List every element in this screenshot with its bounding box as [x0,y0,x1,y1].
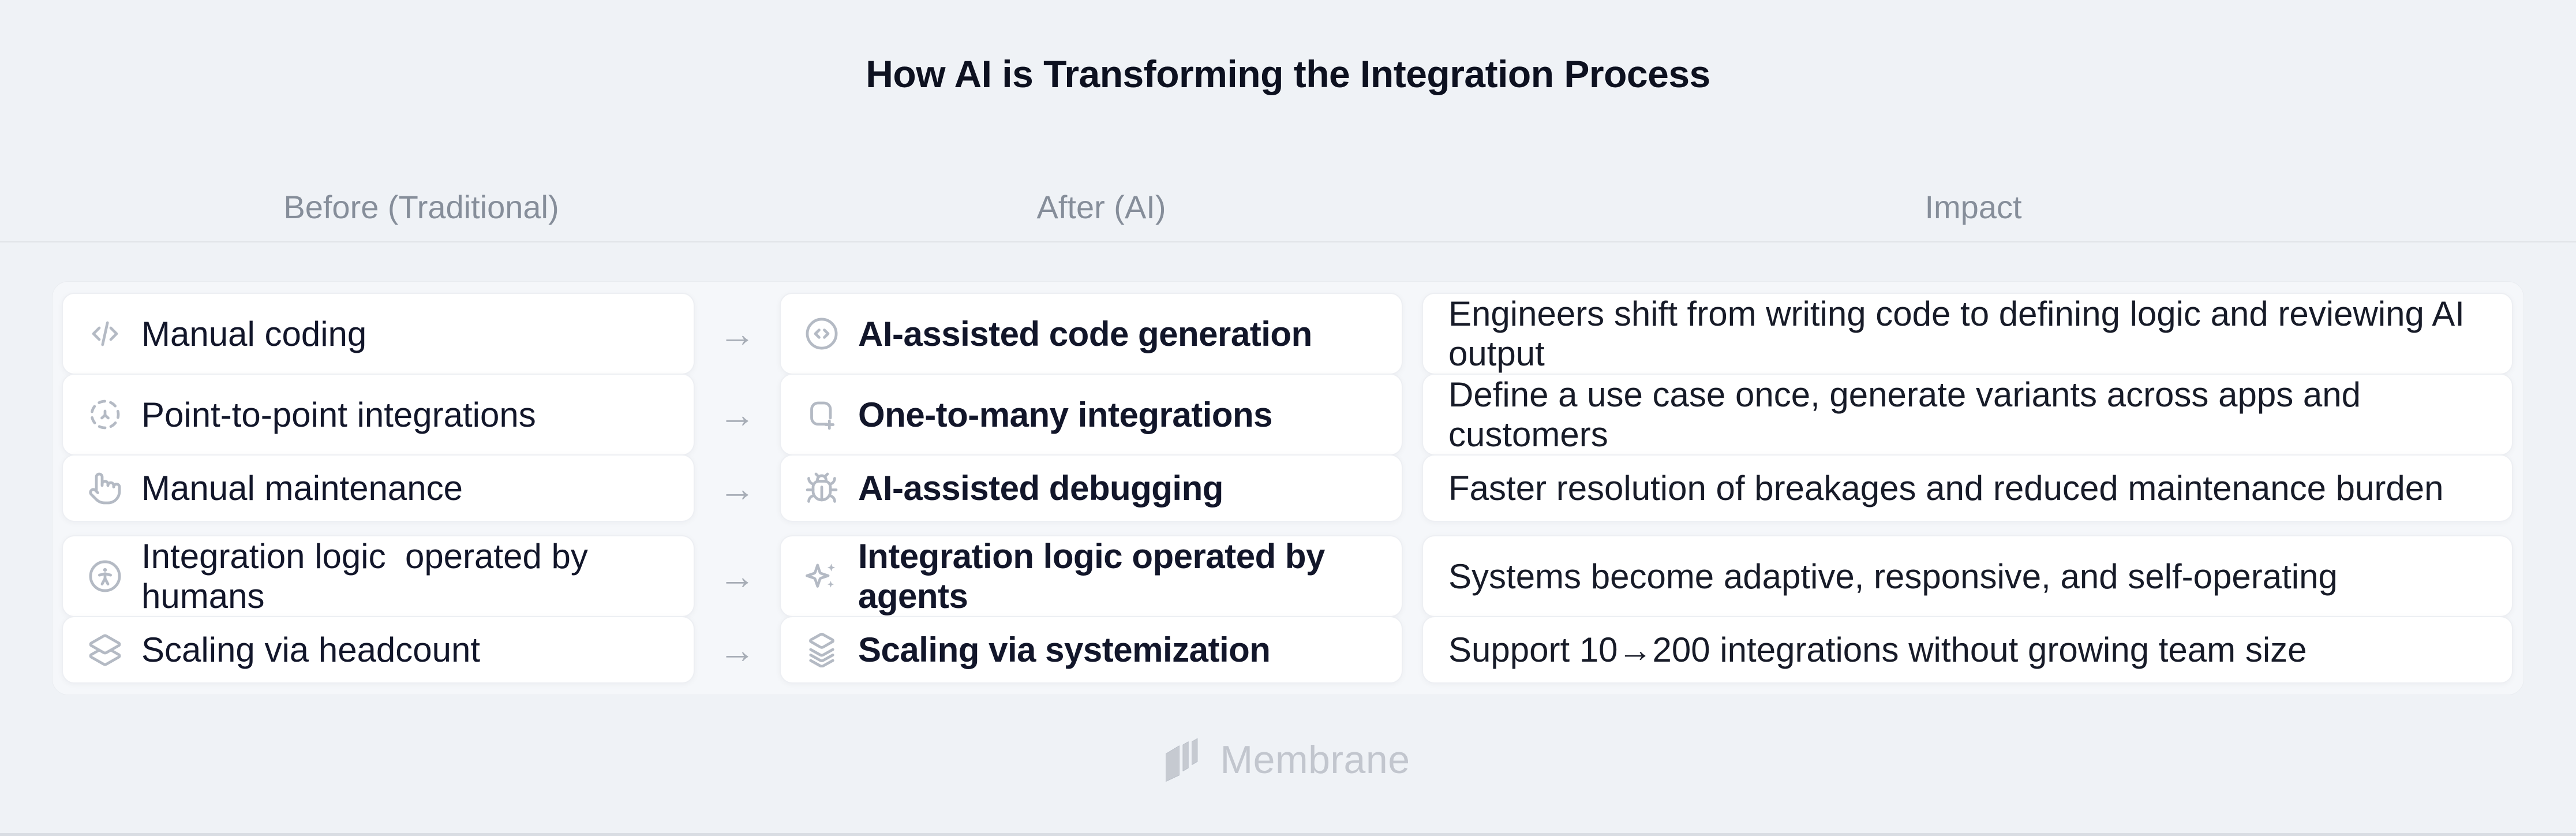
arrow-right-icon: → [718,555,756,597]
after-label: Scaling via systemization [858,630,1271,669]
bottom-edge-line [0,833,2576,836]
before-cell: Integration logic operated by humans [62,535,695,617]
before-label: Scaling via headcount [141,630,481,669]
arrow-right-icon: → [718,394,756,435]
sparkles-icon [803,558,841,594]
before-cell: Scaling via headcount [62,616,695,684]
after-cell: AI-assisted debugging [780,454,1403,522]
membrane-logo-icon [1166,734,1204,785]
comparison-table: Manual coding → AI-assisted code generat… [52,281,2524,695]
impact-cell: Engineers shift from writing code to def… [1422,293,2513,375]
duplicate-plus-icon [803,397,841,432]
before-label: Point-to-point integrations [141,395,536,434]
impact-cell: Define a use case once, generate variant… [1422,374,2513,456]
arrow-right-icon: → [718,467,756,509]
impact-label: Engineers shift from writing code to def… [1448,294,2474,373]
footer: Membrane [0,732,2576,788]
impact-cell: Faster resolution of breakages and reduc… [1422,454,2513,522]
layers-two-icon [86,633,124,667]
bug-icon [803,471,841,506]
before-label: Integration logic operated by humans [141,537,598,615]
after-label: AI-assisted debugging [858,469,1223,507]
after-label: AI-assisted code generation [858,314,1312,353]
before-cell: Point-to-point integrations [62,374,695,456]
code-circle-icon [803,315,841,352]
column-header-after: After (AI) [1036,189,1166,225]
table-row: Integration logic operated by humans → I… [62,535,2514,617]
before-cell: Manual maintenance [62,454,695,522]
impact-label: Faster resolution of breakages and reduc… [1448,469,2444,507]
after-cell: Integration logic operated by agents [780,535,1403,617]
impact-cell: Support 10→200 integrations without grow… [1422,616,2513,684]
after-cell: AI-assisted code generation [780,293,1403,375]
after-label: Integration logic operated by agents [858,537,1335,615]
impact-label: Support 10→200 integrations without grow… [1448,630,2307,669]
after-cell: One-to-many integrations [780,374,1403,456]
after-cell: Scaling via systemization [780,616,1403,684]
impact-label: Systems become adaptive, responsive, and… [1448,557,2338,596]
point-to-point-icon [86,397,124,432]
column-header-impact: Impact [1924,189,2022,225]
before-cell: Manual coding [62,293,695,375]
table-row: Manual maintenance → AI-assisted debuggi… [62,454,2514,522]
impact-cell: Systems become adaptive, responsive, and… [1422,535,2513,617]
after-label: One-to-many integrations [858,395,1273,434]
impact-label: Define a use case once, generate variant… [1448,375,2371,454]
header-divider [0,241,2576,242]
layers-stack-icon [803,632,841,667]
table-row: Manual coding → AI-assisted code generat… [62,293,2514,375]
before-label: Manual coding [141,314,367,353]
brand-name: Membrane [1220,738,1410,782]
table-row: Point-to-point integrations → One-to-man… [62,374,2514,456]
table-row: Scaling via headcount → Scaling via syst… [62,616,2514,684]
code-icon [86,316,124,351]
arrow-right-icon: → [718,313,756,354]
person-circle-icon [86,558,124,595]
column-header-before: Before (Traditional) [283,189,559,225]
page-title: How AI is Transforming the Integration P… [866,53,1710,95]
arrow-right-icon: → [718,629,756,671]
hand-pointer-icon [86,471,124,506]
before-label: Manual maintenance [141,469,463,507]
column-headers: Before (Traditional) After (AI) Impact [62,188,2524,226]
